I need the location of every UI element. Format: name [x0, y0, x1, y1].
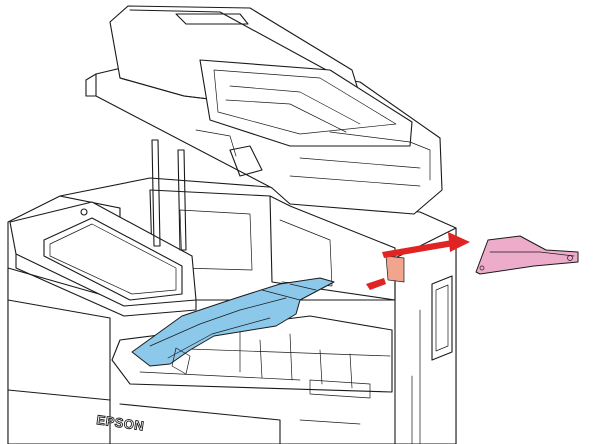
control-panel	[9, 201, 197, 317]
release-tab	[385, 255, 405, 283]
printer-body	[7, 177, 457, 444]
cover-part	[475, 235, 579, 275]
brand-logo-text: EPSON	[96, 412, 146, 434]
adf-scanner-raised	[85, 5, 443, 251]
paper-guide	[131, 277, 335, 375]
remove-arrow	[366, 232, 470, 290]
